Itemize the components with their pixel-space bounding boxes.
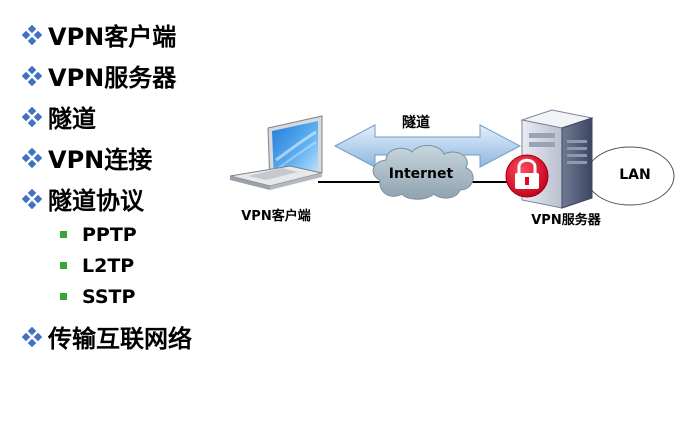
bullet-text: VPN连接 xyxy=(48,146,153,174)
sub-bullet-sstp: SSTP xyxy=(22,281,192,312)
diamond-bullet-icon xyxy=(22,147,42,168)
sub-bullet-pptp: PPTP xyxy=(22,219,192,250)
bullet-text: SSTP xyxy=(82,285,136,308)
diamond-bullet-icon xyxy=(22,24,42,45)
laptop-icon xyxy=(229,115,323,190)
internet-cloud-icon xyxy=(372,145,474,200)
lan-label: LAN xyxy=(619,167,650,183)
bullet-text: 隧道 xyxy=(48,105,96,133)
sub-bullet-l2tp: L2TP xyxy=(22,250,192,281)
lock-icon xyxy=(505,154,549,198)
diamond-bullet-icon xyxy=(22,65,42,86)
square-bullet-icon xyxy=(60,262,67,269)
bullet-tunnel-protocol: 隧道协议 xyxy=(22,178,192,219)
diamond-bullet-icon xyxy=(22,188,42,209)
bullet-list: VPN客户端 VPN服务器 隧道 VPN连接 xyxy=(22,14,192,357)
bullet-vpn-client: VPN客户端 xyxy=(22,14,192,55)
bullet-vpn-server: VPN服务器 xyxy=(22,55,192,96)
square-bullet-icon xyxy=(60,231,67,238)
diamond-bullet-icon xyxy=(22,326,42,347)
bullet-text: PPTP xyxy=(82,223,137,246)
bullet-text: VPN客户端 xyxy=(48,23,177,51)
tunnel-label: 隧道 xyxy=(402,114,430,131)
bullet-text: L2TP xyxy=(82,254,135,277)
vpn-server-label: VPN服务器 xyxy=(531,212,601,228)
bullet-text: 传输互联网络 xyxy=(48,325,192,353)
bullet-text: 隧道协议 xyxy=(48,187,144,215)
bullet-text: VPN服务器 xyxy=(48,64,177,92)
square-bullet-icon xyxy=(60,293,67,300)
internet-label: Internet xyxy=(389,166,454,182)
diamond-bullet-icon xyxy=(22,106,42,127)
vpn-client-label: VPN客户端 xyxy=(241,208,310,224)
bullet-transit-internetwork: 传输互联网络 xyxy=(22,316,192,357)
bullet-tunnel: 隧道 xyxy=(22,96,192,137)
bullet-vpn-connection: VPN连接 xyxy=(22,137,192,178)
